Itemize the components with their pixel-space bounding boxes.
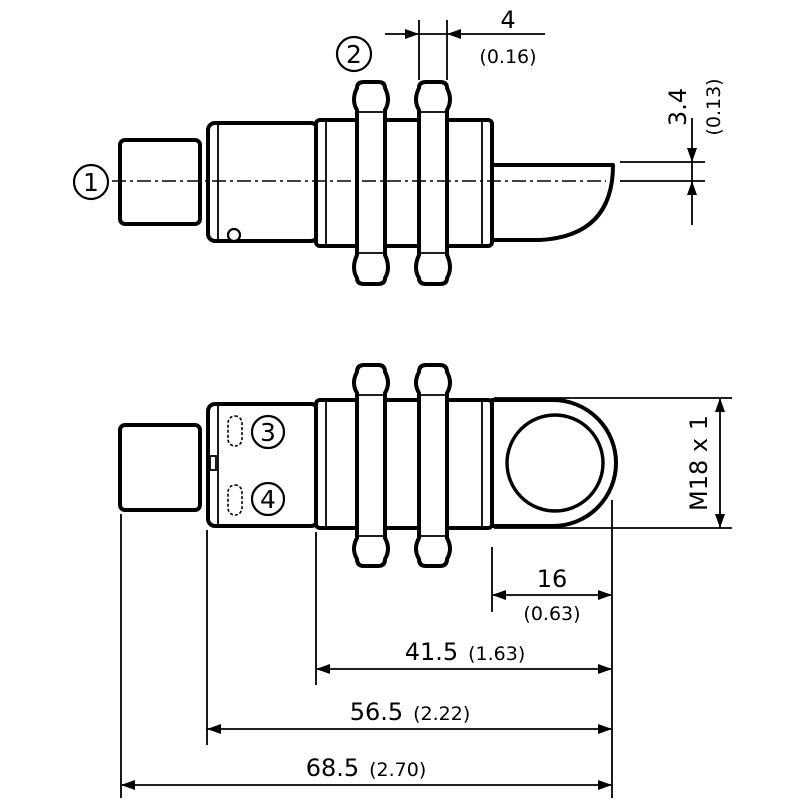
dim-length-total-value: 68.5 [306,754,359,782]
callout-2: 2 [335,35,373,73]
led-indicator-3 [227,415,243,447]
dim-length-body-inch: (2.22) [413,703,470,725]
nut-left-top [352,363,390,568]
callout-4: 4 [250,481,286,517]
dim-length-total-inch: (2.70) [369,759,426,781]
dim-length-body-value: 56.5 [350,698,403,726]
dim-length-thread-value: 41.5 [405,638,458,666]
dim-length-body: 56.5 (2.22) [207,698,612,734]
extension-lines [120,500,613,798]
dim-length-thread: 41.5 (1.63) [316,638,612,674]
dim-bracket-width: 16 (0.63) [492,565,612,625]
connector-plug-top [118,423,202,512]
callout-2-label: 2 [346,40,362,69]
side-view [112,80,615,286]
led-indicator-4 [227,484,243,516]
nut-right [414,80,452,286]
dim-axis-offset-inch: (0.13) [703,78,725,135]
callout-4-label: 4 [260,485,276,514]
dim-length-body-label: 56.5 (2.22) [350,698,471,726]
dim-nut-width-value: 4 [500,6,515,34]
dim-nut-width: 4 (0.16) [385,6,545,80]
sensor-housing [206,121,320,243]
dim-length-total-label: 68.5 (2.70) [306,754,427,782]
vent-hole [226,227,242,243]
nut-left [352,80,390,286]
dim-thread-value: M18 x 1 [685,415,713,511]
threaded-barrel [314,118,494,248]
mounting-hole [505,413,605,513]
connector-plug [118,138,202,226]
callout-3-label: 3 [260,418,276,447]
threaded-barrel-top [314,398,494,530]
callout-3: 3 [250,414,286,450]
nut-right-top [414,363,452,568]
mounting-tab [490,163,615,242]
dim-axis-offset: 3.4 (0.13) [620,78,725,225]
dim-length-thread-label: 41.5 (1.63) [405,638,526,666]
dim-nut-width-inch: (0.16) [479,46,536,68]
dim-length-total: 68.5 (2.70) [121,754,612,790]
dim-bracket-width-inch: (0.63) [523,603,580,625]
dim-thread: M18 x 1 [494,397,732,529]
callout-1-label: 1 [83,168,99,197]
dim-bracket-width-value: 16 [537,565,568,593]
callout-1: 1 [72,163,110,201]
dim-length-thread-inch: (1.63) [468,643,525,665]
dim-axis-offset-value: 3.4 [664,88,692,126]
top-view [118,363,618,568]
